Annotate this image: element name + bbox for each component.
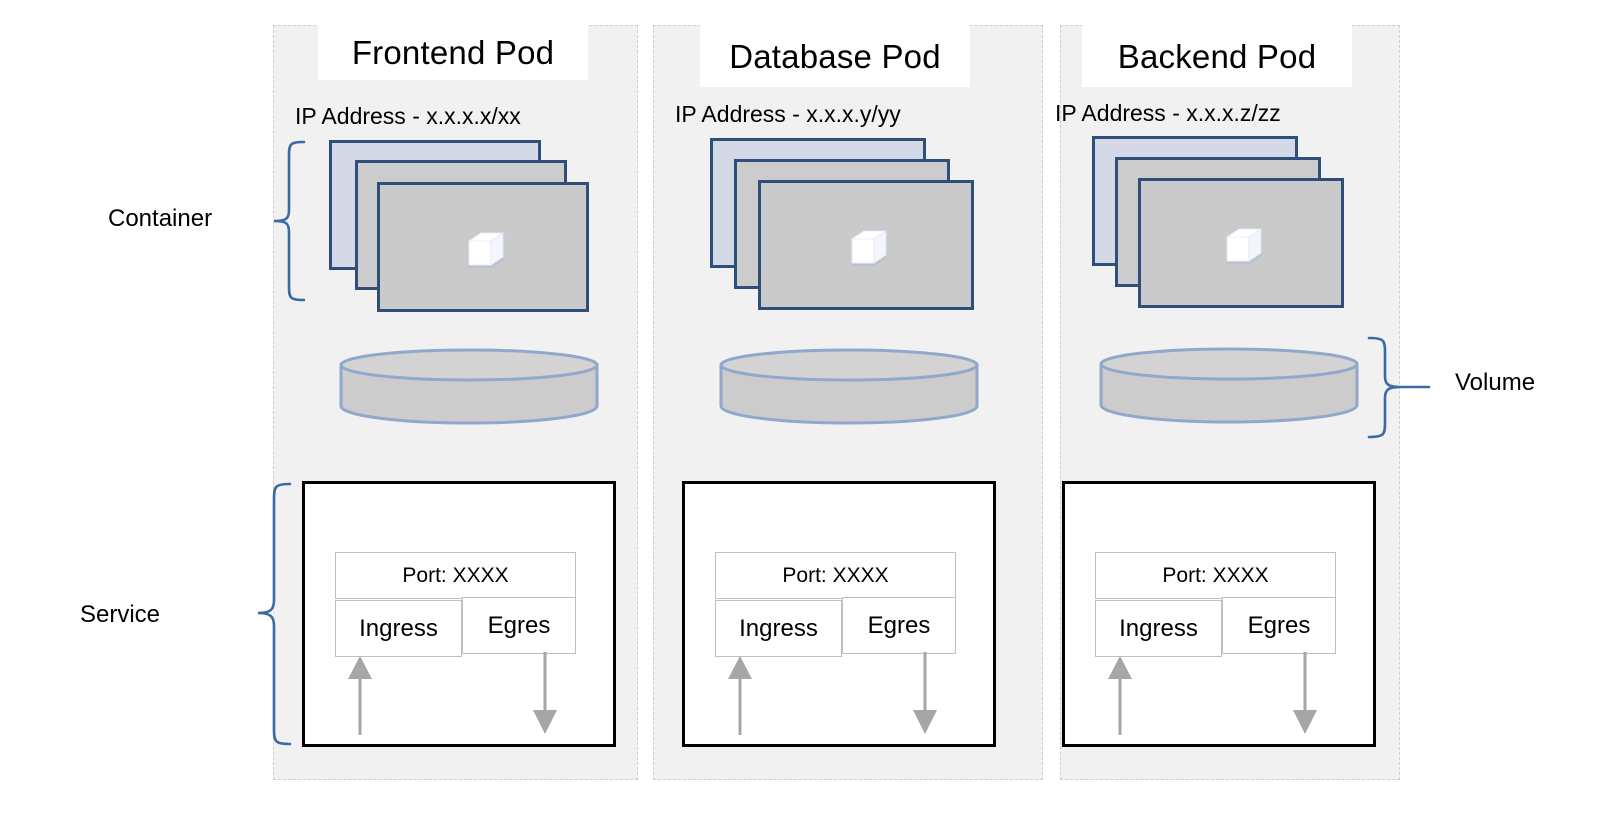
port-label-backend: Port: XXXX bbox=[1162, 563, 1269, 587]
egres-label-frontend: Egres bbox=[487, 611, 551, 639]
pod-ip-backend: IP Address - x.x.x.z/zz bbox=[1055, 100, 1281, 126]
egres-box-backend[interactable]: Egres bbox=[1222, 597, 1336, 654]
arrow-up-icon-backend bbox=[1107, 655, 1133, 735]
service-box-database[interactable]: Port: XXXX Ingress Egres bbox=[682, 481, 996, 747]
ingress-label-frontend: Ingress bbox=[359, 614, 438, 642]
arrow-up-icon-frontend bbox=[347, 655, 373, 735]
service-box-backend[interactable]: Port: XXXX Ingress Egres bbox=[1062, 481, 1376, 747]
arrow-down-icon-database bbox=[912, 652, 938, 735]
port-box-database[interactable]: Port: XXXX bbox=[715, 552, 956, 599]
ingress-label-database: Ingress bbox=[739, 614, 818, 642]
volume-cylinder-database[interactable] bbox=[718, 348, 980, 426]
egres-box-database[interactable]: Egres bbox=[842, 597, 956, 654]
volume-cylinder-frontend[interactable] bbox=[338, 348, 600, 426]
port-box-frontend[interactable]: Port: XXXX bbox=[335, 552, 576, 599]
ingress-label-backend: Ingress bbox=[1119, 614, 1198, 642]
brace-container bbox=[262, 140, 306, 302]
container-panel-front bbox=[377, 182, 589, 312]
volume-cylinder-backend[interactable] bbox=[1098, 347, 1360, 425]
egres-box-frontend[interactable]: Egres bbox=[462, 597, 576, 654]
container-stack-backend[interactable] bbox=[1092, 136, 1344, 308]
container-stack-frontend[interactable] bbox=[329, 140, 589, 312]
container-panel-front bbox=[758, 180, 974, 310]
ingress-box-frontend[interactable]: Ingress bbox=[335, 600, 462, 657]
pod-title-database: Database Pod bbox=[729, 37, 941, 75]
arrow-down-icon-backend bbox=[1292, 652, 1318, 735]
egres-label-backend: Egres bbox=[1247, 611, 1311, 639]
brace-service bbox=[248, 482, 292, 748]
ingress-box-database[interactable]: Ingress bbox=[715, 600, 842, 657]
arrow-up-icon-database bbox=[727, 655, 753, 735]
port-label-database: Port: XXXX bbox=[782, 563, 889, 587]
annotation-label-container: Container bbox=[108, 205, 213, 232]
container-panel-front bbox=[1138, 178, 1344, 308]
pod-ip-database: IP Address - x.x.x.y/yy bbox=[675, 101, 901, 127]
pod-title-frontend: Frontend Pod bbox=[351, 34, 555, 71]
arrow-down-icon-frontend bbox=[532, 652, 558, 735]
port-label-frontend: Port: XXXX bbox=[402, 563, 509, 587]
service-box-frontend[interactable]: Port: XXXX Ingress Egres bbox=[302, 481, 616, 747]
annotation-label-service: Service bbox=[80, 601, 161, 628]
ingress-box-backend[interactable]: Ingress bbox=[1095, 600, 1222, 657]
brace-volume bbox=[1367, 336, 1431, 440]
container-cube-icon bbox=[1221, 223, 1267, 269]
pod-title-backend: Backend Pod bbox=[1117, 37, 1317, 75]
pod-title-banner-backend: Backend Pod bbox=[1082, 25, 1352, 87]
pod-title-banner-database: Database Pod bbox=[700, 25, 970, 87]
container-cube-icon bbox=[463, 227, 509, 273]
port-box-backend[interactable]: Port: XXXX bbox=[1095, 552, 1336, 599]
annotation-label-volume: Volume bbox=[1455, 369, 1536, 396]
pod-title-banner-frontend: Frontend Pod bbox=[318, 25, 588, 80]
container-stack-database[interactable] bbox=[710, 138, 974, 310]
pod-ip-frontend: IP Address - x.x.x.x/xx bbox=[295, 103, 521, 129]
container-cube-icon bbox=[846, 225, 892, 271]
egres-label-database: Egres bbox=[867, 611, 931, 639]
